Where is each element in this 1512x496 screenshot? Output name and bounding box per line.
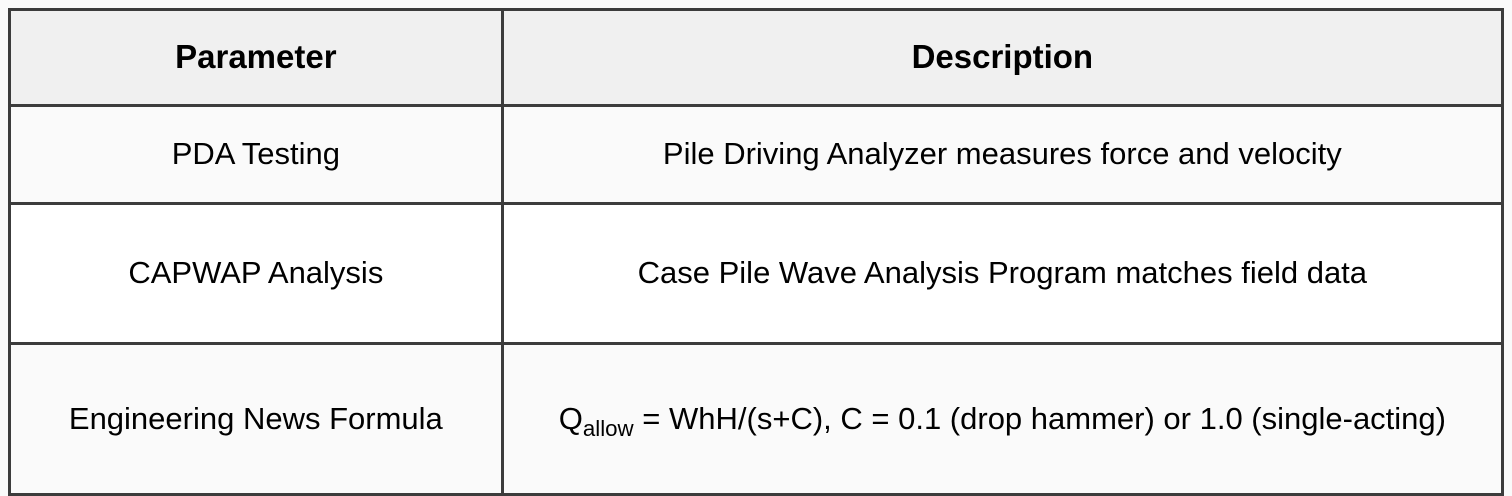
cell-description: Pile Driving Analyzer measures force and… [500, 104, 1505, 205]
formula-subscript: allow [582, 415, 634, 441]
column-header-description: Description [500, 8, 1505, 107]
table-body: PDA Testing Pile Driving Analyzer measur… [8, 104, 1505, 496]
table-row: PDA Testing Pile Driving Analyzer measur… [8, 104, 1505, 205]
table-row: CAPWAP Analysis Case Pile Wave Analysis … [8, 202, 1505, 345]
parameter-description-table: Parameter Description PDA Testing Pile D… [8, 8, 1505, 496]
formula-symbol: Q [558, 400, 583, 436]
table-row: Engineering News Formula Qallow = WhH/(s… [8, 342, 1505, 496]
table-header-row: Parameter Description [8, 8, 1505, 107]
formula-expression: = WhH/(s+C), C = 0.1 (drop hammer) or 1.… [633, 400, 1446, 436]
cell-description-formula: Qallow = WhH/(s+C), C = 0.1 (drop hammer… [500, 342, 1505, 496]
cell-parameter: CAPWAP Analysis [8, 202, 504, 345]
table-header: Parameter Description [8, 8, 1505, 107]
cell-description: Case Pile Wave Analysis Program matches … [500, 202, 1505, 345]
table-container: Parameter Description PDA Testing Pile D… [8, 8, 1505, 496]
cell-parameter: Engineering News Formula [8, 342, 504, 496]
column-header-parameter: Parameter [8, 8, 504, 107]
cell-parameter: PDA Testing [8, 104, 504, 205]
